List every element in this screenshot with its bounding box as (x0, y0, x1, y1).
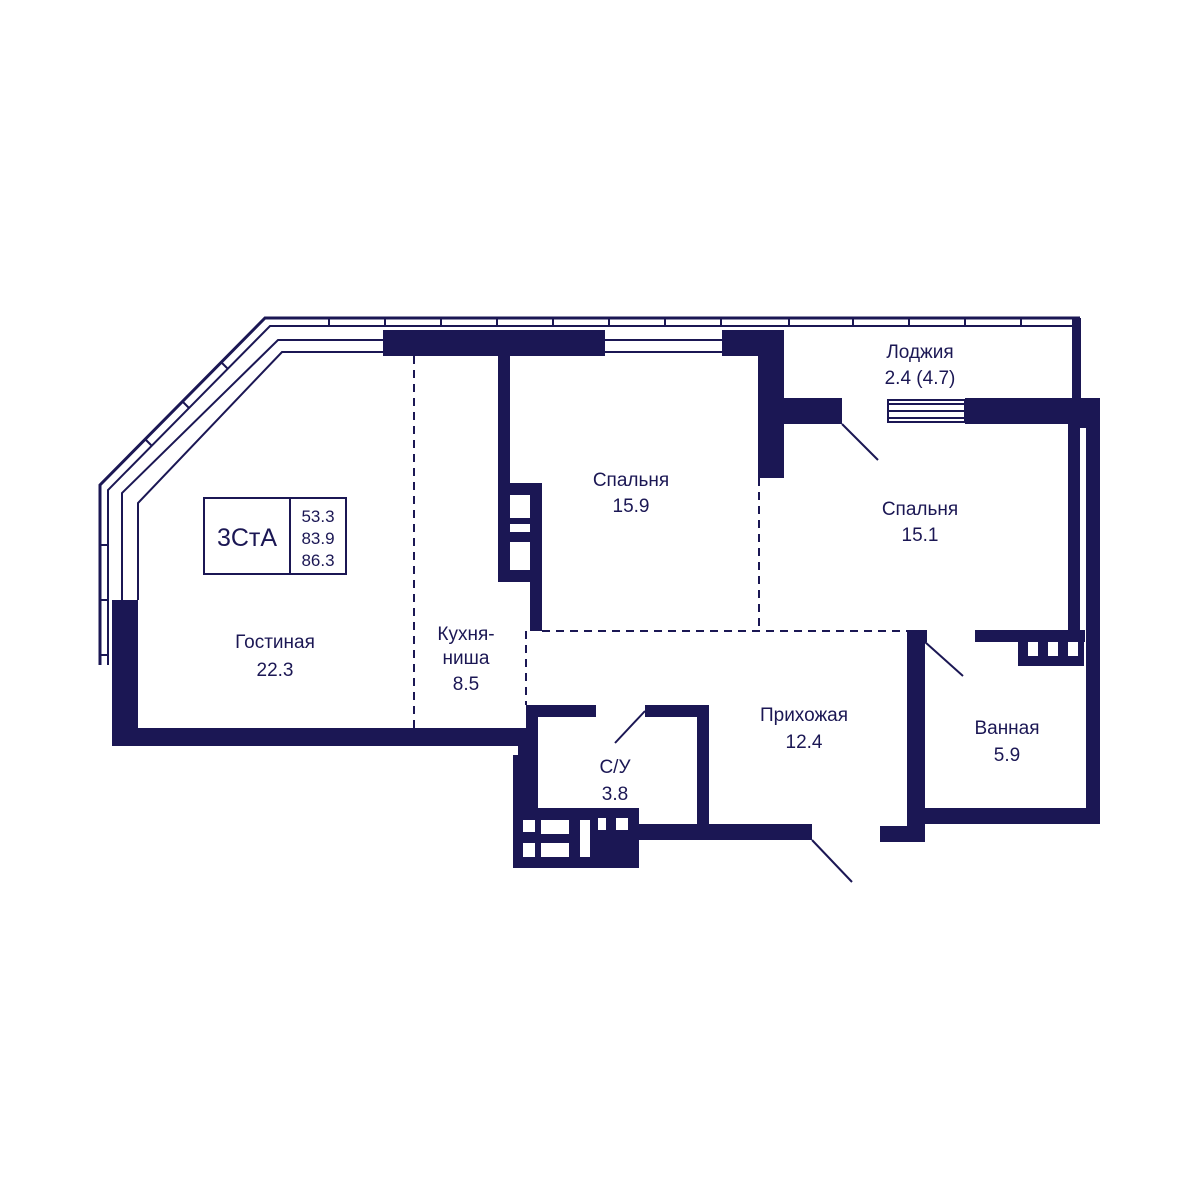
bedroom2-area: 15.1 (902, 525, 939, 546)
badge-area-total: 83.9 (301, 529, 334, 548)
wc-name: С/У (599, 757, 631, 778)
walls (112, 318, 1100, 868)
apartment-badge: 3СтА 53.3 83.9 86.3 (203, 497, 347, 575)
wall-segment (112, 728, 530, 746)
room-labels: Гостиная 22.3 Кухня- ниша 8.5 Спальня 15… (235, 342, 1039, 805)
wall-segment (645, 705, 709, 717)
bedroom1-name: Спальня (593, 470, 669, 491)
glazing-line-4 (137, 351, 383, 600)
wall-segment (498, 518, 542, 524)
living-room-name: Гостиная (235, 632, 315, 653)
wall-segment (498, 532, 542, 542)
bedroom2-name: Спальня (882, 499, 958, 520)
wall-segment (513, 808, 639, 868)
shaft-hole (523, 843, 535, 857)
badge-frame (203, 497, 347, 575)
hallway-name: Прихожая (760, 705, 848, 726)
kitchen-name-line1: Кухня- (437, 624, 494, 645)
wall-segment (526, 705, 538, 820)
kitchen-name-line2: ниша (443, 648, 490, 669)
wall-segment (1068, 420, 1080, 635)
door-bathroom (924, 641, 964, 677)
loggia-area: 2.4 (4.7) (885, 368, 956, 389)
shaft-hole (541, 843, 569, 857)
loggia-name: Лоджия (886, 342, 953, 363)
wall-segment (1086, 398, 1100, 823)
shaft-hole (598, 818, 606, 830)
glazing-outer (98, 316, 1080, 665)
wall-segment (518, 728, 530, 756)
bathroom-area: 5.9 (994, 745, 1020, 766)
bathroom-name: Ванная (974, 718, 1039, 739)
wall-segment (498, 570, 542, 582)
wall-segment (907, 808, 1100, 824)
wall-segment (526, 705, 596, 717)
zone-boundaries (413, 356, 907, 728)
wc-area: 3.8 (602, 784, 628, 805)
wall-segment (1072, 318, 1081, 402)
wall-segment (770, 398, 842, 424)
badge-code: 3СтА (217, 524, 277, 552)
door-wc (614, 710, 646, 744)
loggia-window-frame (887, 399, 966, 423)
badge-area-living: 53.3 (301, 507, 334, 526)
doors (614, 423, 964, 883)
wall-segment (907, 630, 925, 842)
vent-hole (1028, 642, 1038, 656)
badge-area-with-loggia: 86.3 (301, 551, 334, 570)
wall-segment (770, 330, 784, 400)
shaft-hole (541, 820, 569, 834)
wall-segment (112, 600, 138, 745)
vent-hole (1068, 642, 1078, 656)
wall-segment (498, 350, 510, 582)
shaft-hole (523, 820, 535, 832)
mullions (100, 318, 1022, 656)
vent-hole (1048, 642, 1058, 656)
glazing-line-3 (121, 339, 383, 600)
door-loggia (841, 423, 879, 461)
wall-segment (530, 483, 542, 631)
shaft-hole (580, 820, 590, 857)
living-room-area: 22.3 (257, 660, 294, 681)
wall-segment (697, 705, 709, 835)
door-entrance (811, 839, 853, 883)
bedroom1-area: 15.9 (613, 496, 650, 517)
wall-segment (880, 826, 925, 842)
wall-segment (513, 755, 527, 867)
kitchen-area: 8.5 (453, 674, 479, 695)
wall-segment (383, 330, 605, 356)
shaft-hole (616, 818, 628, 830)
hallway-area: 12.4 (786, 732, 823, 753)
